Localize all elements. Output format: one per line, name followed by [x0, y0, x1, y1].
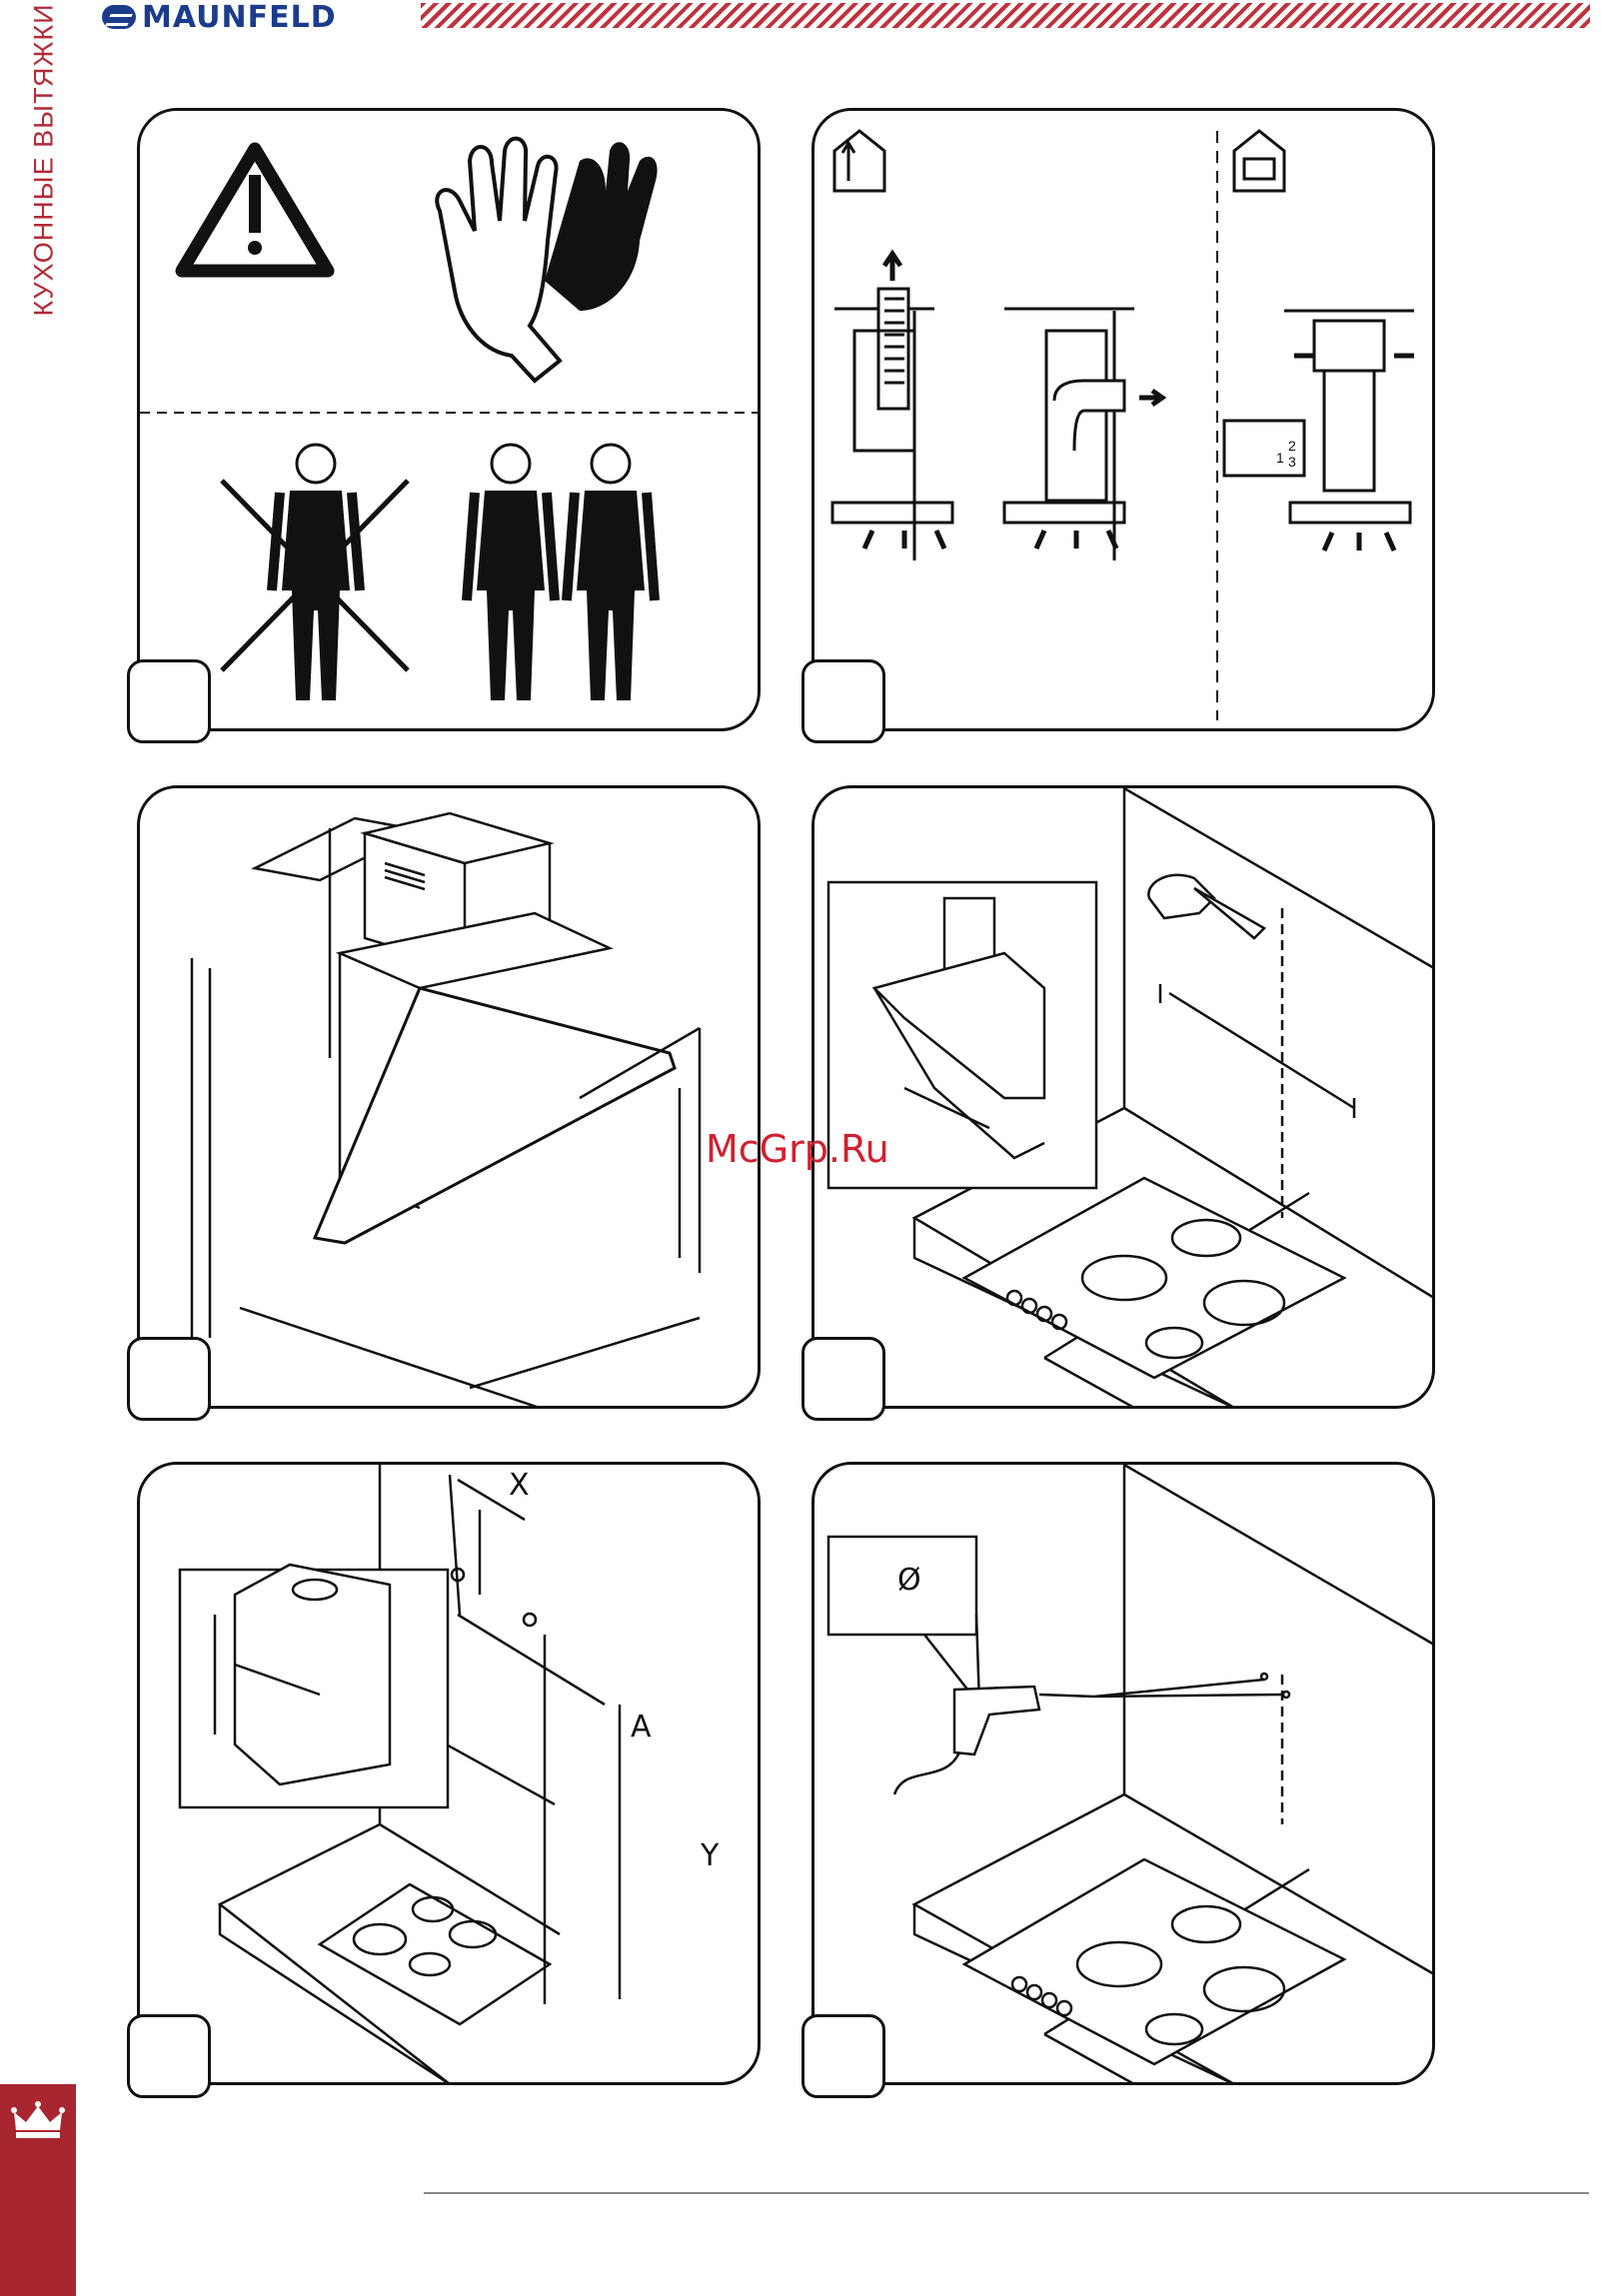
gloves-icon	[437, 139, 657, 381]
panel-safety	[137, 108, 761, 731]
air-modes-illustration: 1 2 3	[814, 111, 1434, 730]
step-number-box-3	[127, 1337, 211, 1421]
safety-illustration	[140, 111, 760, 730]
hood-internal-inset	[180, 1565, 448, 1807]
panel-mounting-height: X A Y	[137, 1462, 761, 2085]
watermark: McGrp.Ru	[706, 1127, 889, 1171]
label-x: X	[509, 1468, 530, 1503]
step-number-box-4	[801, 1337, 885, 1421]
footer-rule	[424, 2192, 1589, 2194]
single-worker-figure	[222, 445, 408, 700]
dimensions-illustration	[140, 788, 760, 1408]
crown-icon	[8, 2092, 68, 2152]
marking-illustration	[814, 788, 1434, 1408]
house-exhaust-icon	[834, 131, 884, 191]
hood-exhaust-side	[1004, 309, 1162, 561]
brand-logo: MAUNFELD	[102, 2, 337, 32]
two-workers-figure	[467, 445, 655, 700]
panel-marking	[811, 785, 1435, 1409]
step-number-box-6	[801, 2014, 885, 2098]
intake-arrows	[864, 531, 1394, 551]
label-y: Y	[701, 1838, 719, 1873]
speed-label-2: 2	[1288, 438, 1296, 454]
step-number-box-5	[127, 2014, 211, 2098]
section-label: КУХОННЫЕ ВЫТЯЖКИ	[29, 3, 60, 316]
speed-label-3: 3	[1288, 454, 1296, 470]
panel-air-modes: 1 2 3	[811, 108, 1435, 731]
header-hatch-band	[421, 3, 1590, 28]
hand-pencil-icon	[1148, 875, 1264, 938]
step-number-box-2	[801, 659, 885, 743]
hood-exhaust-vertical	[832, 254, 952, 561]
label-a: A	[631, 1710, 652, 1744]
mounting-height-illustration	[140, 1465, 760, 2084]
drill-icon	[894, 1680, 1284, 1794]
drilling-illustration	[814, 1465, 1434, 2084]
step-number-box-1	[127, 659, 211, 743]
house-recirculation-icon	[1234, 131, 1284, 191]
panel-drilling: Ø	[811, 1462, 1435, 2085]
panel-dimensions	[137, 785, 761, 1409]
diameter-symbol: Ø	[897, 1563, 921, 1598]
warning-icon	[182, 149, 328, 271]
brand-name: MAUNFELD	[142, 0, 337, 35]
speed-label-1: 1	[1276, 450, 1284, 466]
hood-recirculation: 1 2 3	[1224, 311, 1414, 523]
brand-emblem-icon	[102, 5, 136, 29]
